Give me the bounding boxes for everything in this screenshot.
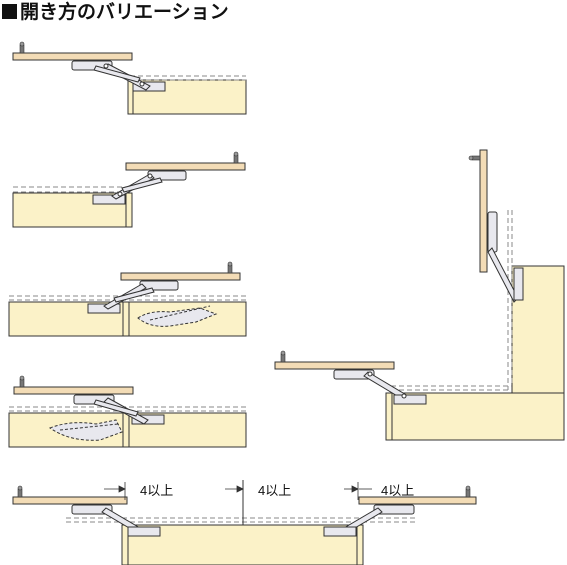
figure-6-dimensioned xyxy=(12,480,477,565)
door-right xyxy=(358,496,477,505)
mounting-plate xyxy=(393,394,427,405)
dimension-label-left: 4以上 xyxy=(140,483,174,498)
knob-icon xyxy=(468,155,481,161)
door-panel xyxy=(12,52,133,61)
door-horizontal xyxy=(274,361,395,370)
figure-3-double-flap xyxy=(8,261,247,337)
dimension-arrow-middle xyxy=(225,485,244,493)
mounting-plate-right xyxy=(323,526,357,537)
door-panel xyxy=(120,272,241,281)
door-panel xyxy=(13,386,134,395)
knob-icon xyxy=(280,350,286,363)
knob-icon xyxy=(17,485,23,498)
mounting-plate-vertical xyxy=(513,267,524,301)
cabinet-side xyxy=(127,79,134,115)
dimension-label-middle: 4以上 xyxy=(258,483,292,498)
mounting-plate-left xyxy=(127,526,161,537)
knob-icon xyxy=(19,41,25,54)
knob-icon xyxy=(233,151,239,164)
figure-5-vertical-to-horizontal xyxy=(274,149,565,441)
mounting-plate xyxy=(87,303,121,314)
hinge-body xyxy=(333,369,375,380)
dimension-arrow-left xyxy=(104,485,126,493)
page-title: 開き方のバリエーション xyxy=(2,0,229,26)
dimension-arrow-right xyxy=(344,485,372,493)
dimension-label-right: 4以上 xyxy=(381,483,415,498)
figure-1-flap-up xyxy=(12,41,247,115)
hinge-folded xyxy=(48,419,123,441)
cabinet-side xyxy=(125,192,133,228)
knob-icon xyxy=(465,485,471,498)
hinge-body-vertical xyxy=(487,211,498,253)
figure-2-flap-slide xyxy=(12,151,246,228)
door-panel xyxy=(125,162,246,171)
hinge-body-right xyxy=(373,504,415,515)
mounting-plate xyxy=(92,194,126,205)
door-vertical xyxy=(479,149,488,273)
knob-icon xyxy=(227,261,233,274)
title-text: 開き方のバリエーション xyxy=(20,2,229,23)
hinge-folded xyxy=(137,307,218,327)
title-square-icon xyxy=(2,4,17,19)
knob-icon xyxy=(19,375,25,388)
figure-4-flap-folded xyxy=(8,375,247,448)
door-left xyxy=(12,496,128,505)
